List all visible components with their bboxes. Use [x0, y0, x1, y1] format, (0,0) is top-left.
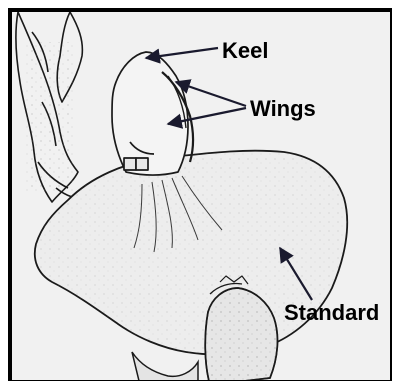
- stem-texture: [26, 42, 76, 192]
- keel-label: Keel: [222, 40, 268, 62]
- keel-arrow: [146, 48, 218, 58]
- wings-label: Wings: [250, 98, 316, 120]
- lower-calyx-sketch: [132, 352, 198, 381]
- flower-image-canvas: Keel Wings Standard: [8, 8, 392, 381]
- flower-illustration: [12, 12, 392, 381]
- keel-and-wings-sketch: [112, 52, 193, 175]
- standard-label: Standard: [284, 302, 379, 324]
